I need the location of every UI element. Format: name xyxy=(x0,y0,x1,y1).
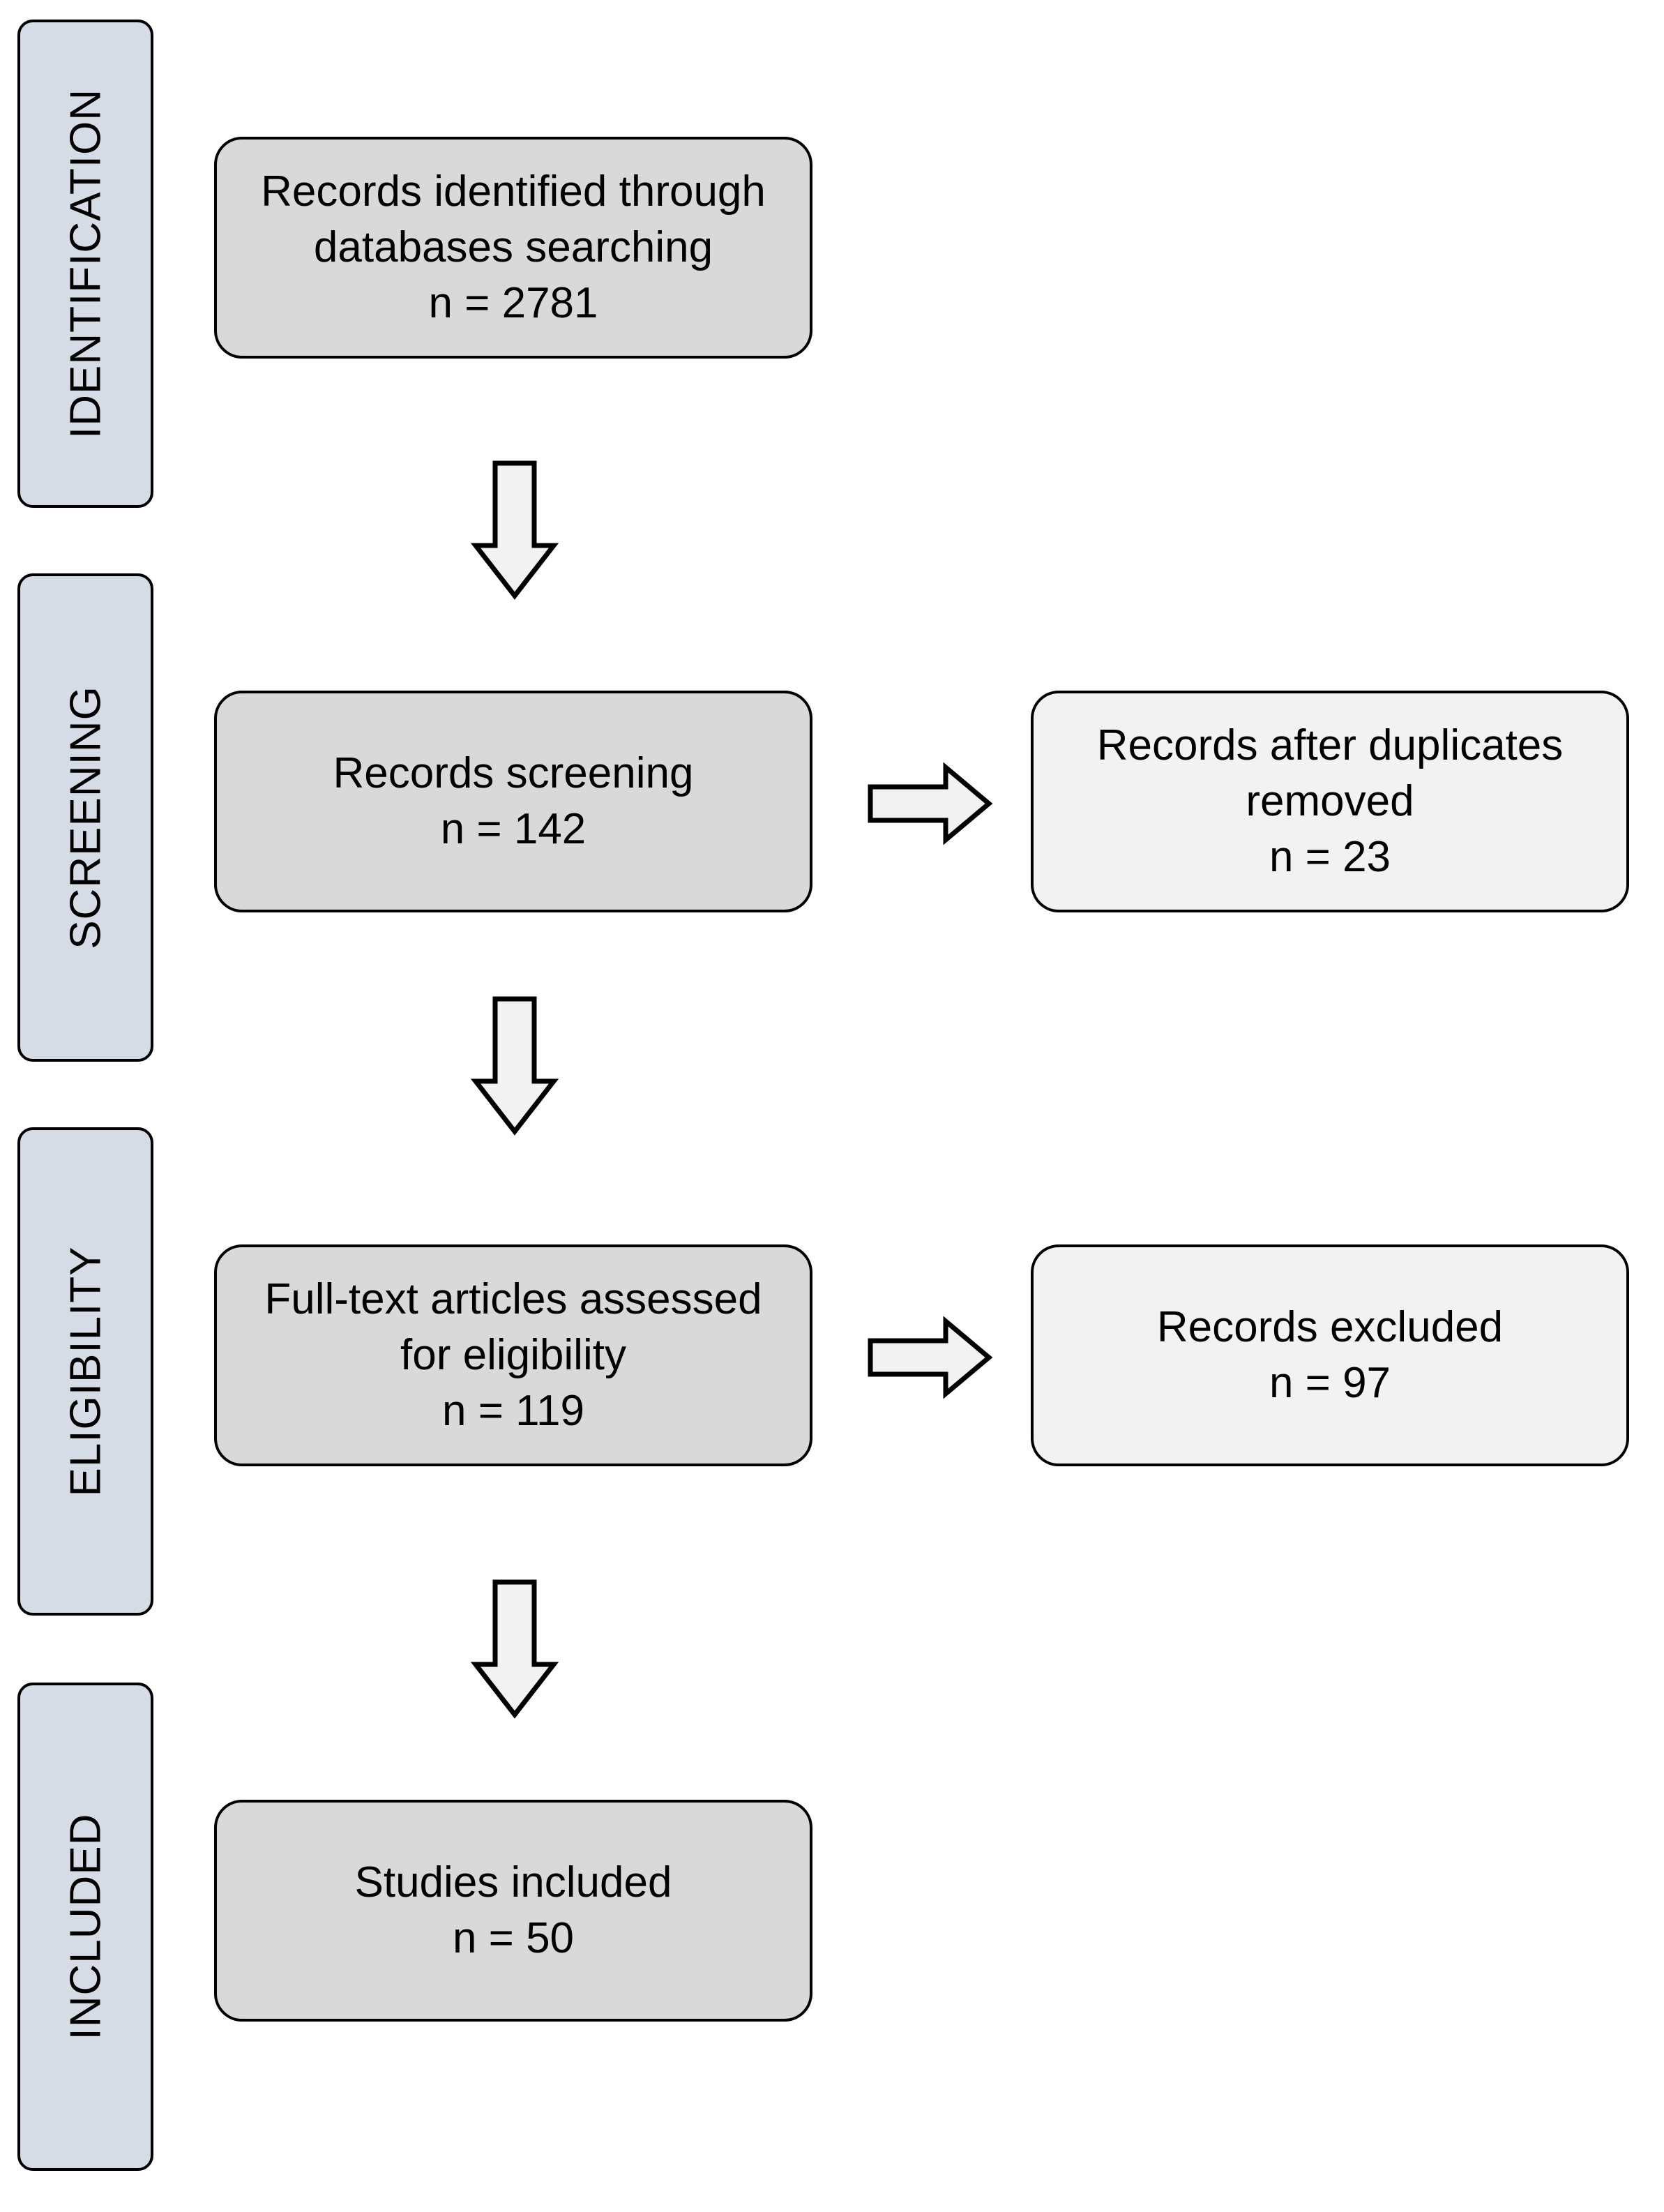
fulltext-assessed-line2: for eligibility xyxy=(400,1331,626,1379)
stage-included-label: INCLUDED xyxy=(61,1813,109,2040)
fulltext-assessed-count: n = 119 xyxy=(442,1387,584,1435)
records-screening-line1: Records screening xyxy=(333,749,694,797)
records-screening-box: Records screening n = 142 xyxy=(214,691,812,912)
down-arrow-icon xyxy=(470,460,559,600)
records-screening-count: n = 142 xyxy=(440,805,587,853)
right-arrow-icon xyxy=(868,1316,993,1399)
duplicates-removed-box: Records after duplicates removed n = 23 xyxy=(1031,691,1629,912)
records-excluded-box: Records excluded n = 97 xyxy=(1031,1244,1629,1466)
stage-identification-label: IDENTIFICATION xyxy=(61,89,109,439)
records-excluded-line1: Records excluded xyxy=(1156,1303,1504,1351)
duplicates-removed-count: n = 23 xyxy=(1269,833,1391,881)
stage-included: INCLUDED xyxy=(17,1683,153,2171)
stage-identification: IDENTIFICATION xyxy=(17,20,153,508)
studies-included-line1: Studies included xyxy=(354,1858,672,1906)
studies-included-box: Studies included n = 50 xyxy=(214,1800,812,2022)
records-identified-box: Records identified through databases sea… xyxy=(214,137,812,359)
stage-eligibility: ELIGIBILITY xyxy=(17,1127,153,1616)
duplicates-removed-line2: removed xyxy=(1246,777,1414,825)
studies-included-count: n = 50 xyxy=(452,1914,575,1962)
down-arrow-icon xyxy=(470,996,559,1136)
fulltext-assessed-line1: Full-text articles assessed xyxy=(264,1275,762,1323)
stage-screening-label: SCREENING xyxy=(61,686,109,949)
fulltext-assessed-box: Full-text articles assessed for eligibil… xyxy=(214,1244,812,1466)
stage-screening: SCREENING xyxy=(17,573,153,1062)
records-identified-line1: Records identified through xyxy=(261,167,766,216)
records-identified-count: n = 2781 xyxy=(428,279,598,327)
records-identified-line2: databases searching xyxy=(313,223,713,271)
stage-eligibility-label: ELIGIBILITY xyxy=(61,1246,109,1497)
duplicates-removed-line1: Records after duplicates xyxy=(1096,721,1564,769)
right-arrow-icon xyxy=(868,762,993,845)
down-arrow-icon xyxy=(470,1579,559,1719)
records-excluded-count: n = 97 xyxy=(1269,1359,1391,1407)
